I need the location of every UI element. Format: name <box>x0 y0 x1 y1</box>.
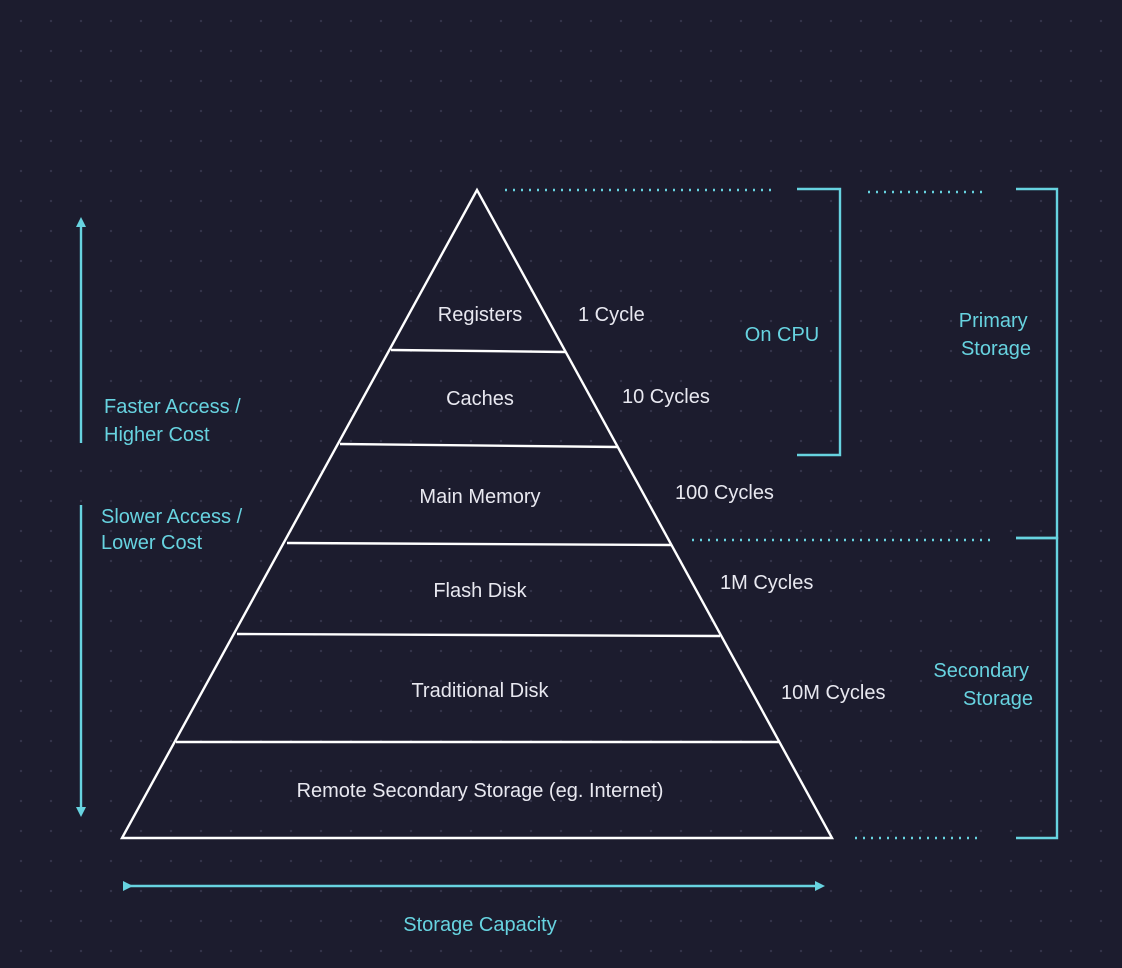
level-label-caches: Caches <box>446 388 514 410</box>
latency-label-flash-disk: 1M Cycles <box>720 572 813 594</box>
primary-storage-label: Primary Storage <box>959 310 1033 360</box>
level-label-remote-storage: Remote Secondary Storage (eg. Internet) <box>297 780 664 802</box>
on-cpu-bracket <box>797 187 842 457</box>
secondary-storage-label-line-2: Storage <box>963 688 1033 710</box>
slower-access-label-line-2: Lower Cost <box>101 532 203 554</box>
level-label-flash-disk: Flash Disk <box>433 580 527 602</box>
storage-capacity-label: Storage Capacity <box>403 914 556 936</box>
level-label-traditional-disk: Traditional Disk <box>411 680 549 702</box>
on-cpu-label: On CPU <box>745 324 819 346</box>
secondary-storage-label-line-1: Secondary <box>933 660 1029 682</box>
divider-flash-traditional-disk <box>236 632 721 638</box>
divider-main-memory-flash-disk <box>286 541 673 547</box>
latency-label-main-memory: 100 Cycles <box>675 482 774 504</box>
primary-storage-bracket <box>1016 187 1059 540</box>
primary-storage-label-line-2: Storage <box>961 338 1031 360</box>
divider-registers-caches <box>390 348 567 354</box>
latency-label-traditional-disk: 10M Cycles <box>781 682 885 704</box>
level-label-registers: Registers <box>438 304 522 326</box>
divider-caches-main-memory <box>339 442 619 449</box>
level-label-main-memory: Main Memory <box>419 486 540 508</box>
secondary-storage-bracket <box>1016 536 1059 840</box>
slower-access-label-line-1: Slower Access / <box>101 506 243 528</box>
latency-label-caches: 10 Cycles <box>622 386 710 408</box>
faster-access-label: Faster Access / Higher Cost <box>104 396 246 446</box>
secondary-storage-label: Secondary Storage <box>933 660 1034 710</box>
latency-label-registers: 1 Cycle <box>578 304 645 326</box>
faster-access-label-line-2: Higher Cost <box>104 424 210 446</box>
pyramid-outline <box>119 187 835 840</box>
primary-storage-label-line-1: Primary <box>959 310 1028 332</box>
faster-access-label-line-1: Faster Access / <box>104 396 241 418</box>
slower-access-label: Slower Access / Lower Cost <box>101 506 248 554</box>
